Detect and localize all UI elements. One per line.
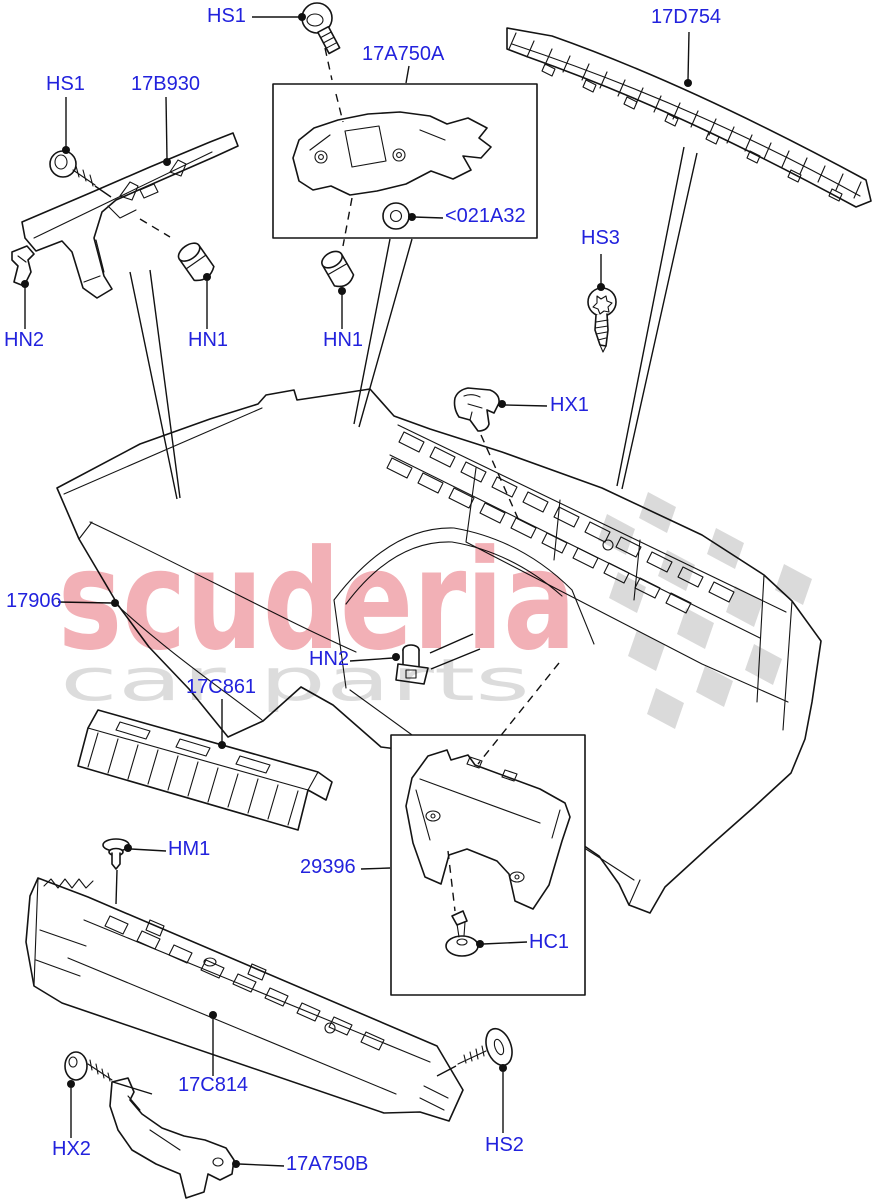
pointer-lines xyxy=(115,47,698,912)
part-label-17b930: 17B930 xyxy=(131,73,200,95)
part-label-hx1: HX1 xyxy=(550,394,589,416)
watermark-subtitle-text: car parts xyxy=(60,646,530,714)
grommet-hx2 xyxy=(64,1051,153,1095)
watermark: scuderia car parts xyxy=(58,492,812,729)
part-label-hs1-top: HS1 xyxy=(207,5,246,27)
part-drawing-absorber-17c861 xyxy=(77,709,333,831)
pin-hn1-b xyxy=(321,250,355,288)
part-label-17a750b: 17A750B xyxy=(286,1153,369,1175)
watermark-checker-flag xyxy=(598,492,812,729)
screw-hs1-top xyxy=(301,2,341,55)
detail-box-29396 xyxy=(390,734,586,996)
clip-hx1 xyxy=(453,387,500,432)
part-label-hn1-b: HN1 xyxy=(323,329,364,351)
part-label-hs1-left: HS1 xyxy=(46,73,85,95)
part-label-hc1: HC1 xyxy=(529,931,570,953)
part-label-hx2: HX2 xyxy=(52,1138,91,1160)
screw-hs3 xyxy=(587,287,617,353)
clip-hn2-mid xyxy=(395,644,429,685)
washer-021a32 xyxy=(382,202,410,230)
part-label-hm1: HM1 xyxy=(168,838,211,860)
part-label-hn1-a: HN1 xyxy=(188,329,229,351)
clip-hn2-left xyxy=(11,245,35,287)
skid-plate-29396 xyxy=(405,749,571,910)
part-label-hn2-mid: HN2 xyxy=(309,648,350,670)
bolt-hs2 xyxy=(436,1027,513,1077)
part-label-hn2-left: HN2 xyxy=(4,329,45,351)
part-label-17c861: 17C861 xyxy=(186,676,257,698)
part-drawing-lower-panel-17c814 xyxy=(25,877,464,1122)
part-drawing-bracket-17a750b xyxy=(109,1077,235,1199)
part-label-021a32: <021A32 xyxy=(445,205,526,227)
screw-hs1-left xyxy=(49,150,112,198)
stud-hc1 xyxy=(445,910,479,957)
watermark-brand-text: scuderia xyxy=(58,520,576,681)
part-label-hs2: HS2 xyxy=(485,1134,524,1156)
part-label-17a750a: 17A750A xyxy=(362,43,445,65)
part-drawing-tread-plate-17d754 xyxy=(506,27,872,208)
part-label-17d754: 17D754 xyxy=(651,6,722,28)
part-label-17c814: 17C814 xyxy=(178,1074,249,1096)
leader-lines xyxy=(21,13,692,1168)
part-label-hs3: HS3 xyxy=(581,227,620,249)
part-drawing-mounting-rail-17b930 xyxy=(21,132,239,299)
part-label-29396: 29396 xyxy=(300,856,356,878)
part-label-17906: 17906 xyxy=(6,590,62,612)
pin-hm1 xyxy=(102,838,130,870)
detail-box-17a750a xyxy=(272,83,538,239)
